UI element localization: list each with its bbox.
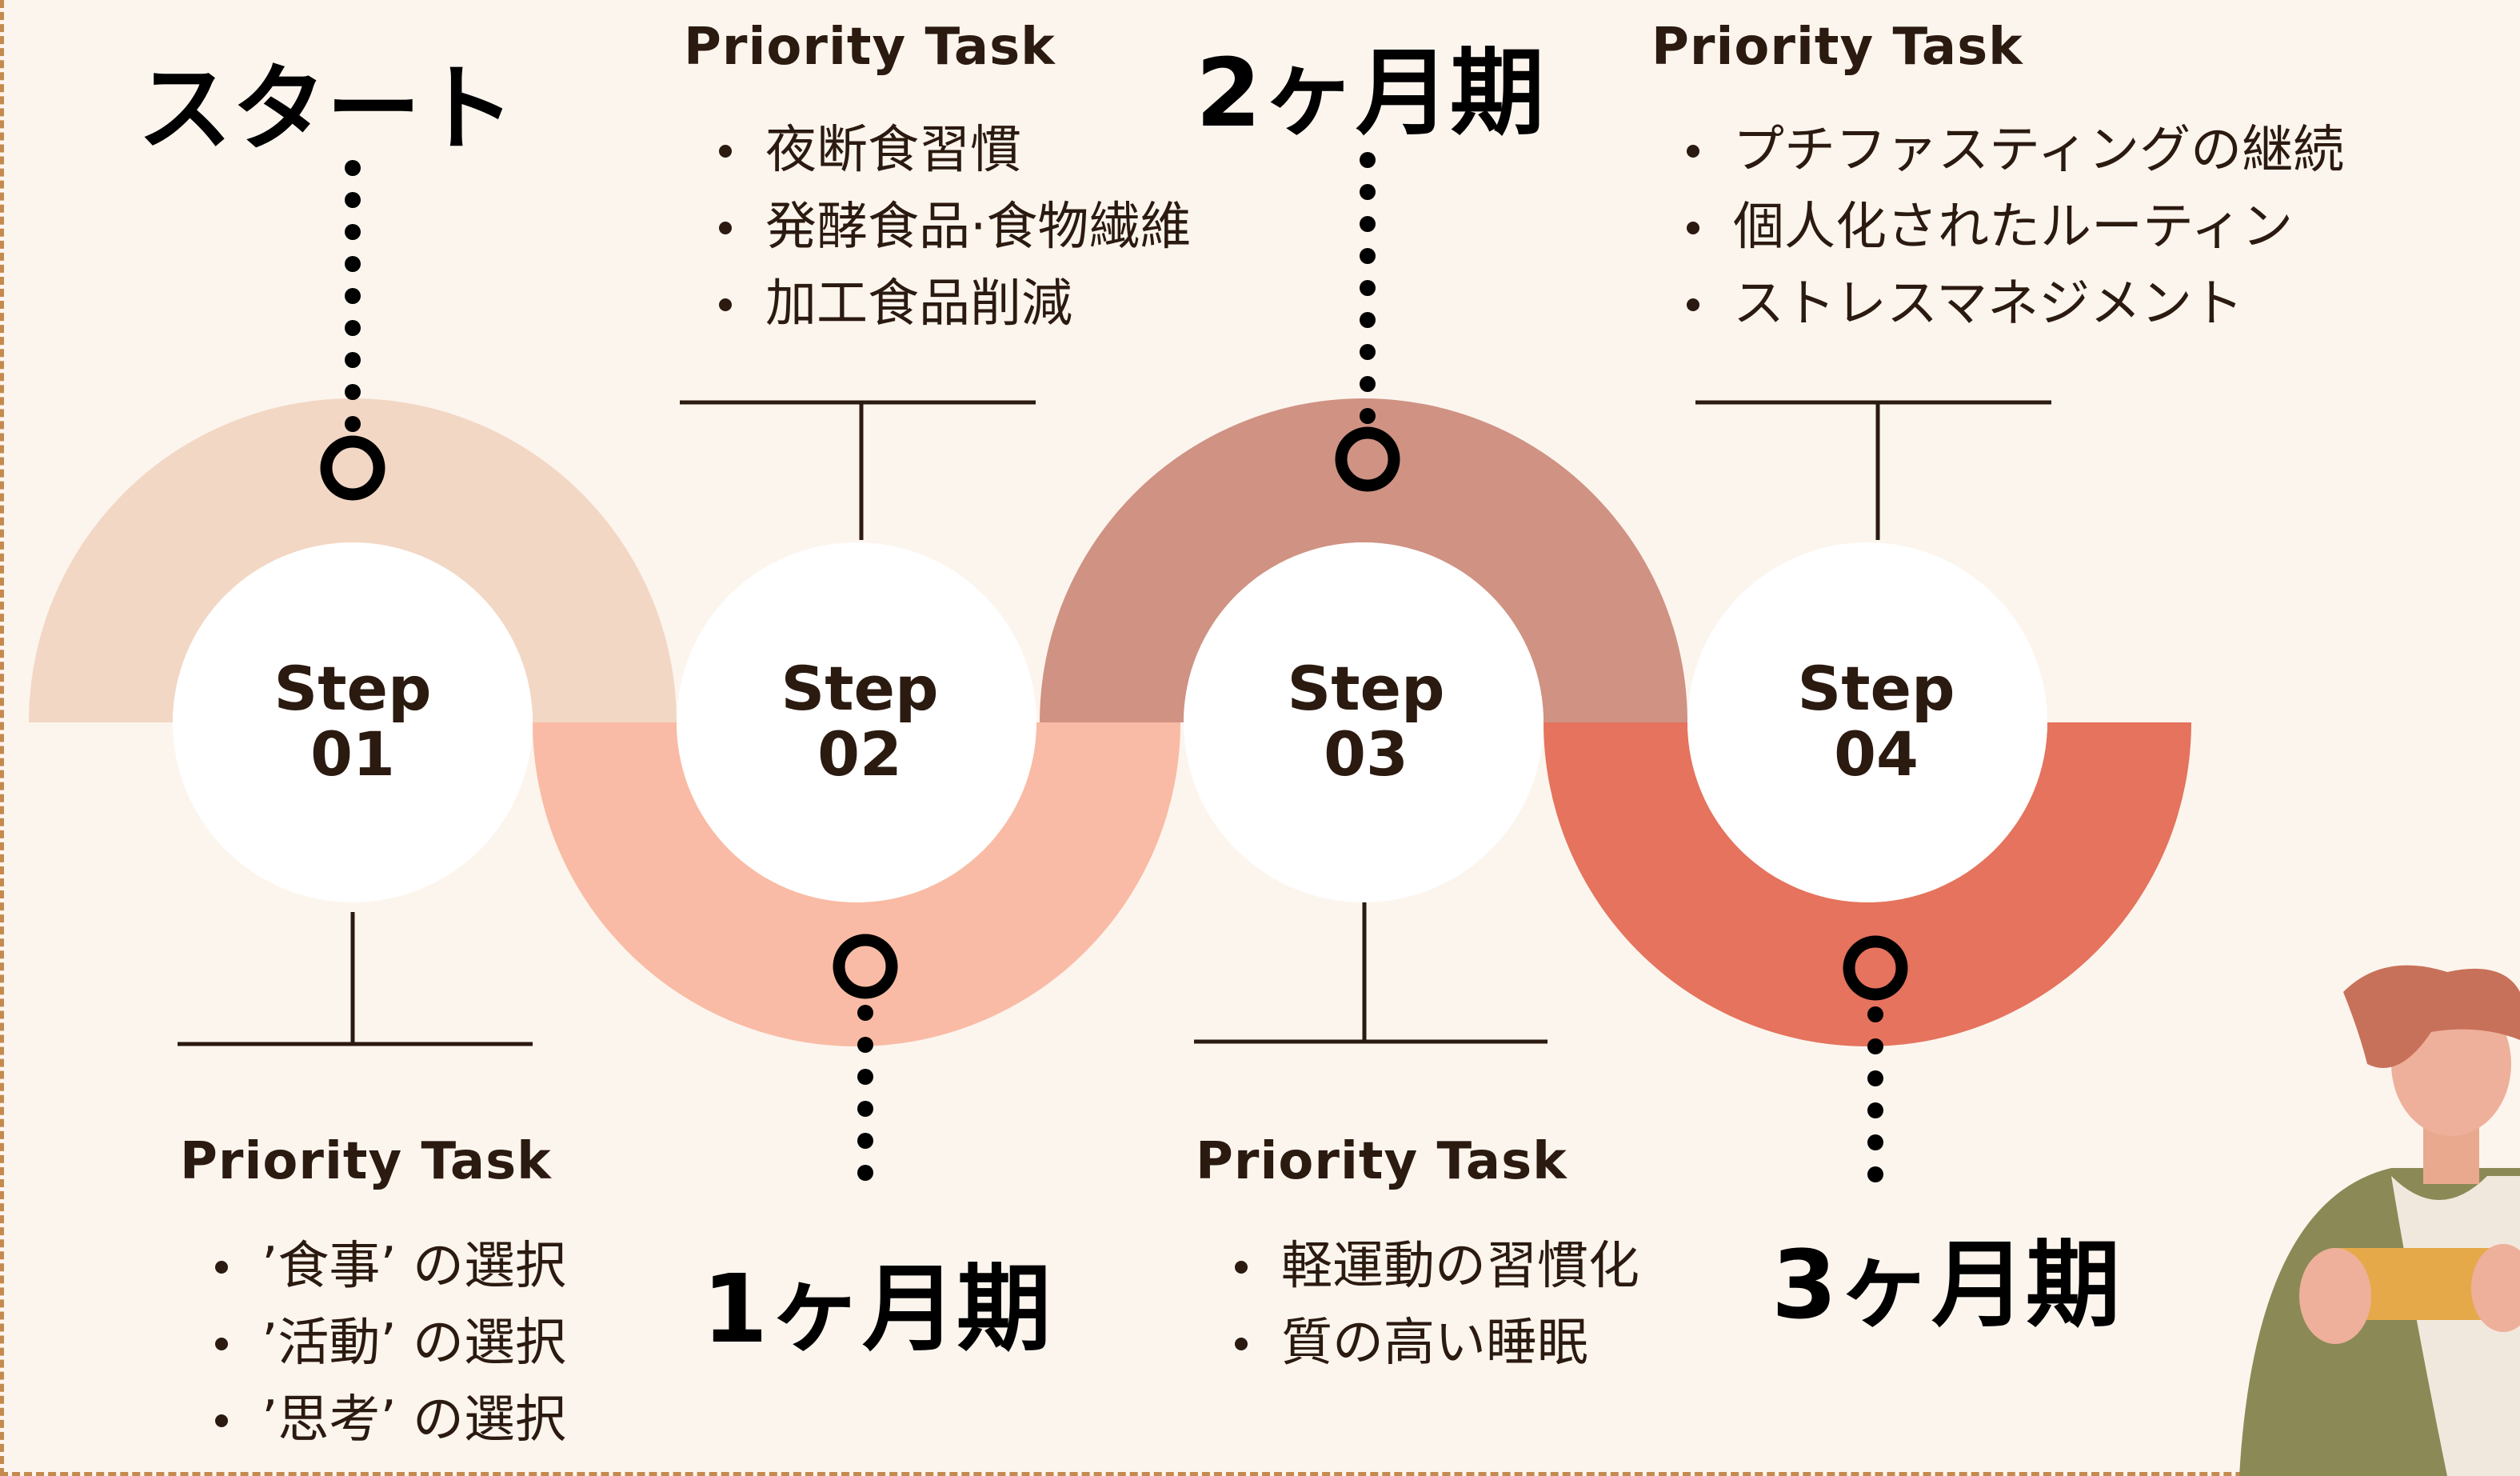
connector-step-02 xyxy=(680,400,1036,540)
task-item: 発酵食品·食物繊維 xyxy=(708,189,1191,266)
priority-task-title-02: Priority Task xyxy=(684,18,1056,77)
dotted-line-m2 xyxy=(1360,152,1376,424)
step-label-02: Step 02 xyxy=(716,656,1004,787)
step-circle-03 xyxy=(1184,542,1544,902)
task-list-02: 夜断食習慣 発酵食品·食物繊維 加工食品削減 xyxy=(708,112,1191,342)
task-item: 質の高い睡眠 xyxy=(1224,1305,1639,1382)
dotted-line-start xyxy=(345,160,361,432)
step-circle-01 xyxy=(173,542,533,902)
arc-step-03 xyxy=(1040,398,1687,722)
task-item: ’活動’ の選択 xyxy=(204,1305,566,1382)
task-item: 夜断食習慣 xyxy=(708,112,1191,189)
task-item: 個人化されたルーティン xyxy=(1675,189,2344,266)
priority-task-title-01: Priority Task xyxy=(180,1132,552,1191)
step-label-01: Step 01 xyxy=(209,656,497,787)
arc-step-04 xyxy=(1544,722,2191,1046)
task-list-04: プチファスティングの継続 個人化されたルーティン ストレスマネジメント xyxy=(1675,112,2344,342)
dotted-line-m1 xyxy=(857,1005,873,1181)
step-number: 02 xyxy=(817,718,902,790)
connector-step-04 xyxy=(1695,400,2051,540)
milestone-1-month: 1ヶ月期 xyxy=(702,1254,1052,1364)
milestone-3-months: 3ヶ月期 xyxy=(1771,1230,2121,1340)
arc-step-01 xyxy=(29,398,677,722)
person-illustration xyxy=(2239,965,2520,1476)
step-word: Step xyxy=(274,653,432,724)
priority-task-title-03: Priority Task xyxy=(1196,1132,1568,1191)
step-word: Step xyxy=(1287,653,1445,724)
step-number: 03 xyxy=(1324,718,1408,790)
marker-start xyxy=(320,435,385,501)
task-item: ’食事’ の選択 xyxy=(204,1228,566,1305)
task-item: 加工食品削減 xyxy=(708,266,1191,342)
task-item: ’思考’ の選択 xyxy=(204,1382,566,1458)
task-item: プチファスティングの継続 xyxy=(1675,112,2344,189)
task-list-01: ’食事’ の選択 ’活動’ の選択 ’思考’ の選択 xyxy=(204,1228,566,1458)
step-number: 01 xyxy=(310,718,395,790)
step-circle-04 xyxy=(1687,542,2047,902)
step-circle-02 xyxy=(677,542,1036,902)
milestone-start: スタート xyxy=(138,54,516,164)
step-label-03: Step 03 xyxy=(1222,656,1510,787)
priority-task-title-04: Priority Task xyxy=(1651,18,2023,77)
marker-m1 xyxy=(833,934,898,999)
connector-step-01 xyxy=(178,912,533,1046)
arc-step-02 xyxy=(533,722,1180,1046)
marker-m2 xyxy=(1335,426,1400,492)
task-list-03: 軽運動の習慣化 質の高い睡眠 xyxy=(1224,1228,1639,1382)
step-word: Step xyxy=(1797,653,1955,724)
step-number: 04 xyxy=(1834,718,1919,790)
task-item: ストレスマネジメント xyxy=(1675,266,2344,342)
step-word: Step xyxy=(781,653,939,724)
task-item: 軽運動の習慣化 xyxy=(1224,1228,1639,1305)
connector-step-03 xyxy=(1194,902,1548,1044)
marker-m3 xyxy=(1843,935,1908,1001)
step-label-04: Step 04 xyxy=(1732,656,2020,787)
dotted-line-m3 xyxy=(1867,1006,1883,1182)
milestone-2-months: 2ヶ月期 xyxy=(1196,38,1545,148)
